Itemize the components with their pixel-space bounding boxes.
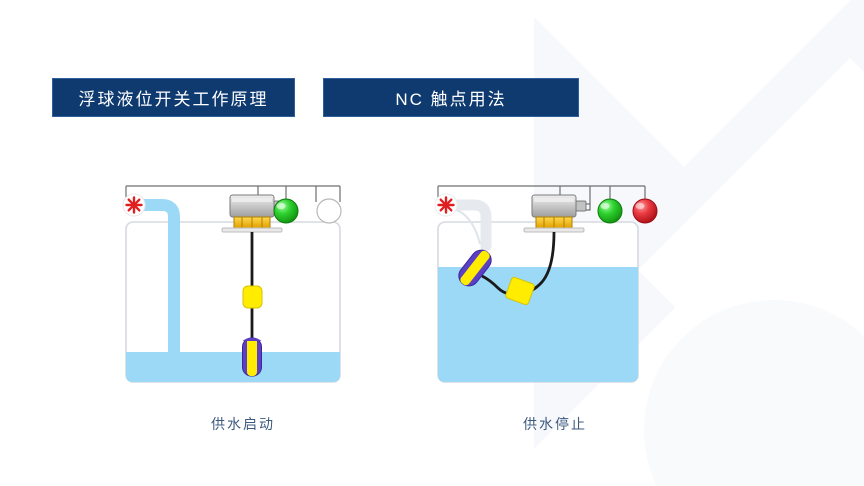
inlet-valve-icon: [434, 193, 458, 217]
water-body-high: [438, 267, 638, 382]
indicator-lamp-red: [632, 198, 658, 224]
float-ball: [242, 337, 262, 377]
indicator-lamp-green: [597, 198, 623, 224]
inlet-valve-icon: [122, 193, 146, 217]
indicator-lamp-off: [316, 198, 342, 224]
diagram-supply-start: [108, 160, 378, 405]
indicator-lamp-green: [273, 198, 299, 224]
banner-title-principle: 浮球液位开关工作原理: [52, 78, 295, 117]
caption-supply-stop: 供水停止: [523, 416, 587, 432]
cable-stopper: [242, 285, 263, 309]
inlet-pipe-active: [132, 199, 180, 362]
water-body-low: [126, 352, 340, 382]
float-ball: [458, 249, 492, 287]
level-switch-head: [523, 194, 587, 233]
banner-title-nc-contact: NC 触点用法: [323, 78, 579, 117]
cable-stopper: [505, 276, 535, 306]
caption-supply-start: 供水启动: [211, 416, 275, 432]
diagram-supply-stop: [420, 160, 690, 405]
